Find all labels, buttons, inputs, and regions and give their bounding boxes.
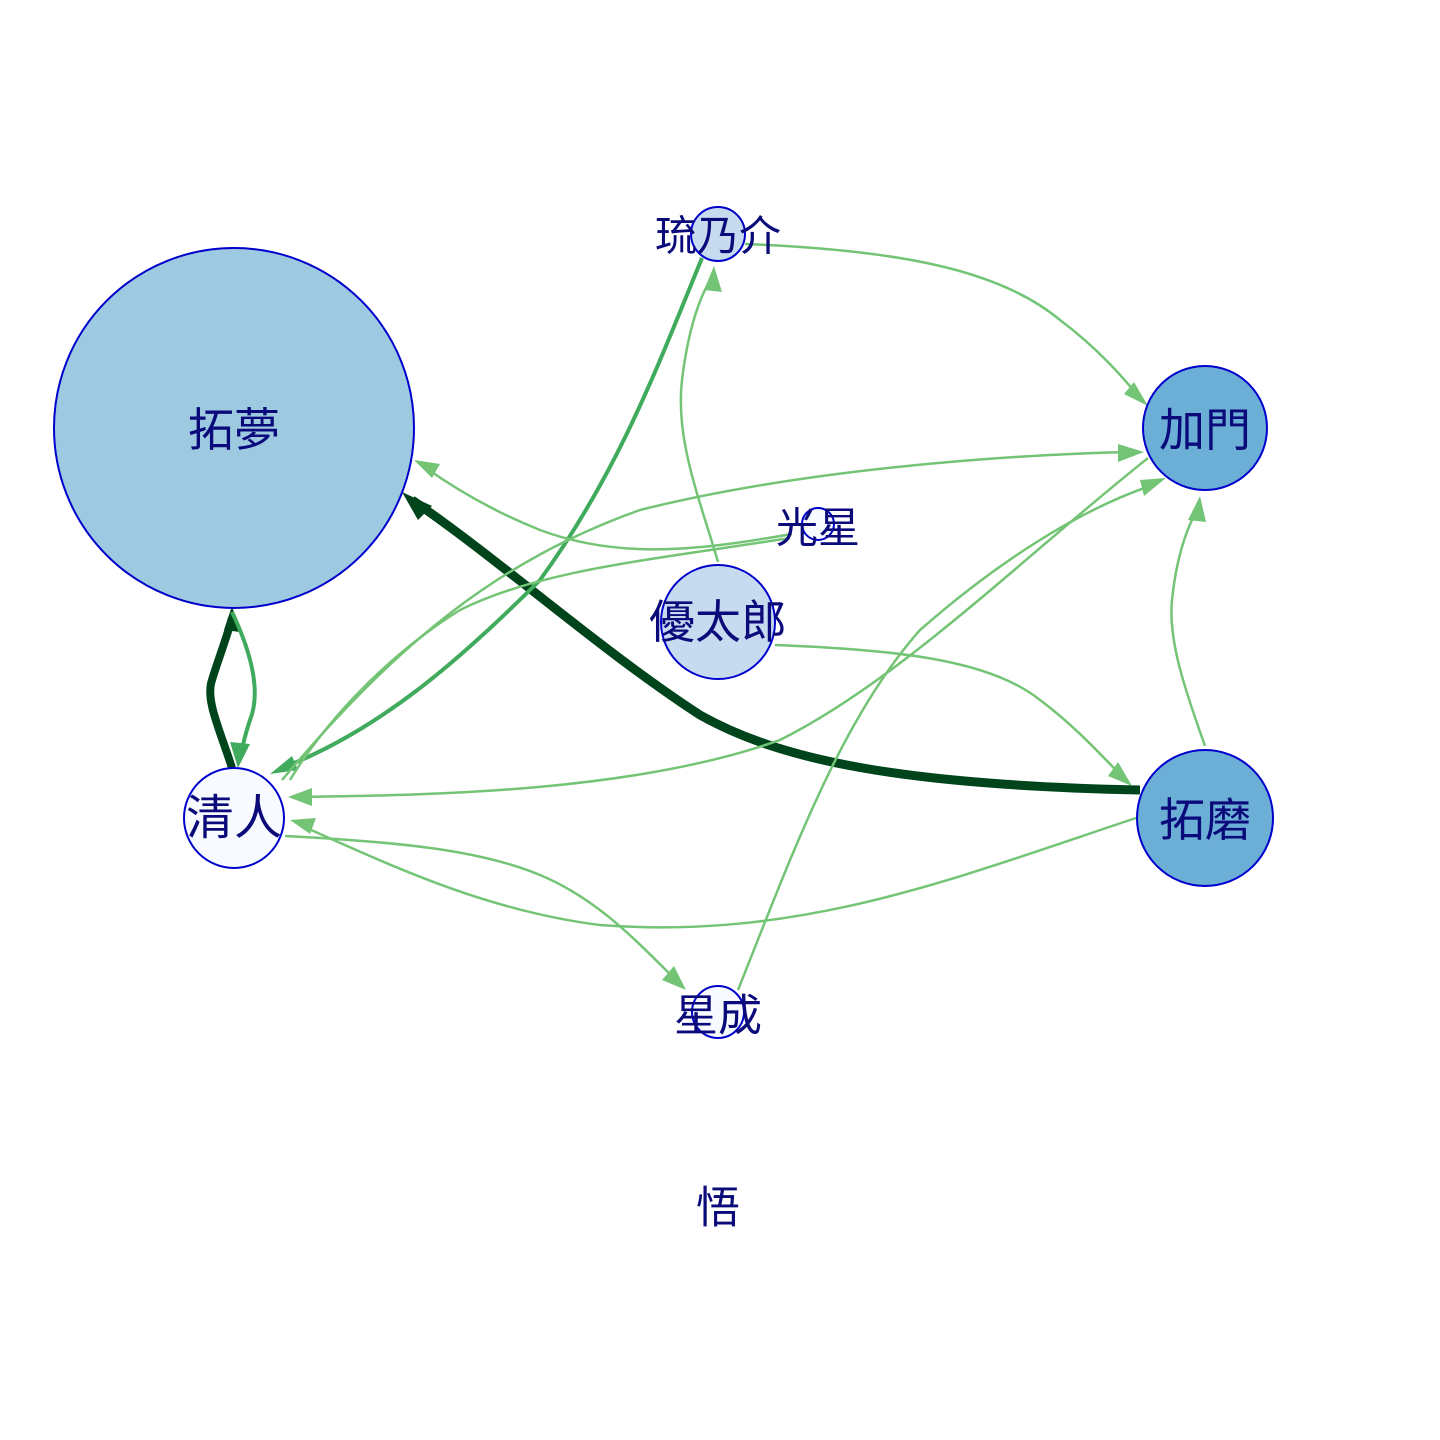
edge-kiyoto-takumu: [206, 616, 236, 770]
node-kamon[interactable]: 加門: [1142, 365, 1268, 491]
edge-takuma-takumu: [409, 496, 1141, 795]
edge-yutaro-runosuke: [679, 277, 720, 563]
node-circle-runosuke: [690, 206, 746, 262]
node-takumu[interactable]: 拓夢: [53, 247, 415, 609]
node-circle-yutaro: [660, 564, 776, 680]
arrowhead-kamon-from-runosuke: [1124, 382, 1148, 406]
node-takuma[interactable]: 拓磨: [1136, 749, 1274, 887]
edge-kiyoto-seina: [284, 834, 677, 981]
node-seina[interactable]: 星成: [674, 985, 762, 1042]
node-kiyoto[interactable]: 清人: [183, 767, 285, 869]
node-label-yutaro: 優太郎: [649, 595, 787, 649]
edge-takumu-kiyoto: [230, 611, 257, 759]
edge-kosei-kiyoto: [288, 536, 791, 781]
nodes-layer: 拓夢 琉乃介 加門 光星 優太郎 清人 拓磨: [53, 206, 1274, 1234]
edges-layer: [206, 242, 1207, 991]
arrowhead-runosuke-from-yutaro: [704, 266, 722, 292]
node-circle-takumu: [53, 247, 415, 609]
node-circle-kosei: [801, 507, 835, 541]
edge-kamon-kiyoto: [299, 457, 1149, 799]
node-label-takumu: 拓夢: [188, 403, 280, 457]
arrowhead-seina-from-kiyoto: [662, 966, 686, 990]
edge-kosei-takumu: [425, 466, 793, 551]
node-label-runosuke: 琉乃介: [655, 212, 781, 261]
node-label-kamon: 加門: [1159, 403, 1251, 457]
arrowhead-kiyoto-from-takuma: [290, 818, 316, 834]
node-circle-takuma: [1136, 749, 1274, 887]
arrowhead-kiyoto-from-kamon: [288, 788, 312, 806]
edge-kiyoto-kamon: [281, 450, 1131, 781]
arrowhead-kamon-from-takuma: [1188, 496, 1206, 522]
node-label-takuma: 拓磨: [1159, 793, 1251, 847]
node-label-seina: 星成: [674, 991, 762, 1042]
node-runosuke[interactable]: 琉乃介: [655, 206, 781, 262]
edge-yutaro-takuma: [774, 643, 1123, 777]
node-circle-kiyoto: [183, 767, 285, 869]
node-kosei[interactable]: 光星: [776, 504, 860, 553]
node-label-kosei: 光星: [776, 504, 860, 553]
arrowhead-kamon-from-kiyoto: [1118, 444, 1144, 462]
node-satoru[interactable]: 悟: [696, 1183, 740, 1234]
node-circle-kamon: [1142, 365, 1268, 491]
edge-takuma-kiyoto: [301, 816, 1137, 929]
arrowhead-takumu-from-kosei: [414, 460, 440, 478]
node-circle-seina: [691, 985, 745, 1039]
node-label-kiyoto: 清人: [186, 790, 282, 846]
node-yutaro[interactable]: 優太郎: [649, 564, 787, 680]
edge-takuma-kamon: [1170, 511, 1207, 747]
node-label-satoru: 悟: [696, 1183, 740, 1234]
arrowhead-takuma-from-yutaro: [1108, 762, 1132, 786]
edge-runosuke-kamon: [744, 242, 1141, 399]
arrowhead-takumu-from-takuma: [402, 492, 432, 520]
arrowhead-kiyoto-from-takumu: [230, 742, 250, 768]
arrowhead-kamon-from-seina: [1140, 478, 1166, 496]
